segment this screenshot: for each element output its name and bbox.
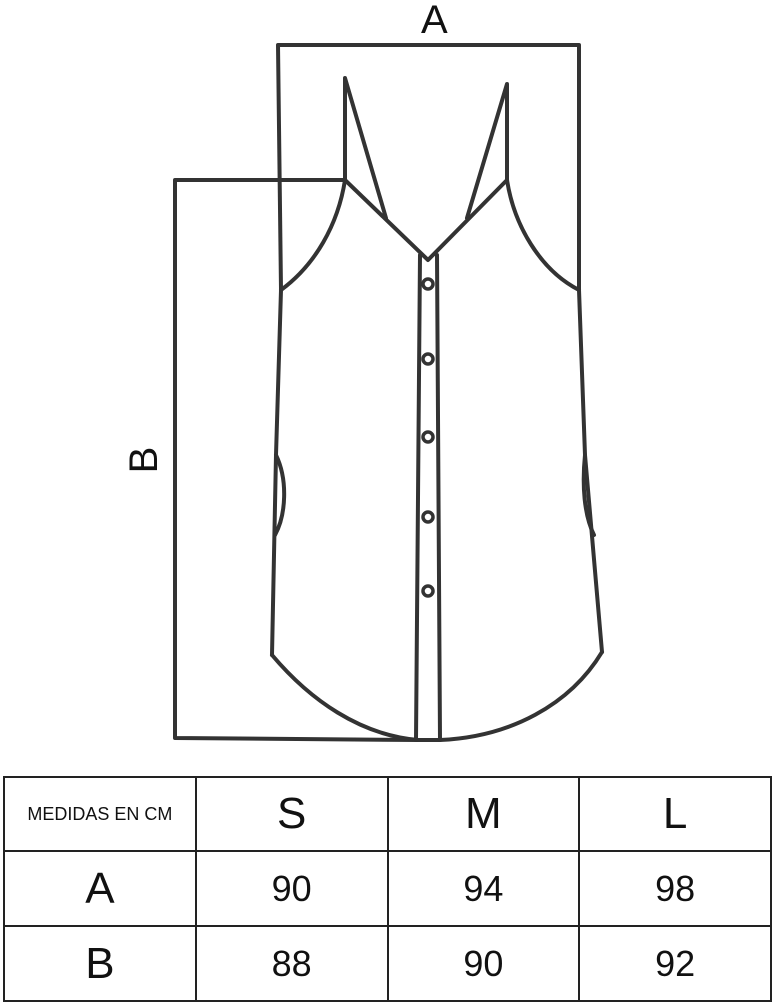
- row-label-b: B: [3, 925, 197, 1002]
- cell-a-l: 98: [578, 850, 772, 927]
- cell-a-m: 94: [386, 850, 581, 927]
- button-placket: [414, 253, 442, 742]
- button-4: [421, 510, 435, 524]
- dimension-b-line: [173, 178, 420, 742]
- dimension-b-label: B: [122, 446, 166, 474]
- table-header-row: MEDIDAS EN CM S M L: [3, 776, 772, 852]
- size-header-s: S: [194, 776, 389, 852]
- right-strap: [465, 82, 509, 220]
- right-armhole: [505, 178, 581, 292]
- button-5: [421, 584, 435, 598]
- row-label-a: A: [3, 850, 197, 927]
- dimension-a-line: [276, 43, 581, 292]
- table-row: A 90 94 98: [3, 850, 772, 927]
- right-side-slit: [581, 453, 596, 537]
- cell-b-s: 88: [194, 925, 389, 1002]
- table-row: B 88 90 92: [3, 925, 772, 1002]
- button-1: [421, 277, 435, 291]
- left-strap: [343, 76, 388, 220]
- cell-a-s: 90: [194, 850, 389, 927]
- garment-outline-svg: [173, 43, 604, 742]
- cell-b-l: 92: [578, 925, 772, 1002]
- button-3: [421, 430, 435, 444]
- dimension-a-label: A: [421, 0, 448, 42]
- size-header-m: M: [386, 776, 581, 852]
- size-header-l: L: [578, 776, 772, 852]
- curved-hem: [270, 650, 604, 742]
- garment-diagram: A B: [122, 0, 604, 742]
- left-armhole: [279, 178, 347, 292]
- left-side-seam: [270, 288, 283, 657]
- cell-b-m: 90: [386, 925, 581, 1002]
- size-chart-table: MEDIDAS EN CM S M L A 90 94 98 B 88 90 9…: [3, 776, 772, 1002]
- table-corner-label: MEDIDAS EN CM: [3, 776, 197, 852]
- button-2: [421, 352, 435, 366]
- left-side-slit: [273, 453, 287, 537]
- neckline: [343, 178, 509, 262]
